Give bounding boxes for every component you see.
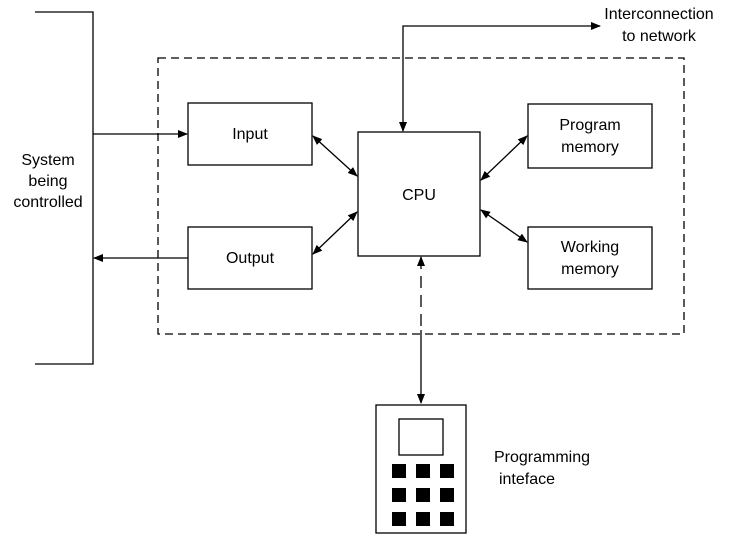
program-memory-block — [527, 103, 653, 169]
program-memory-label-line1: Program — [559, 117, 620, 134]
programming-device-screen — [398, 418, 444, 456]
keypad-key — [416, 464, 430, 478]
system-label-line2: being — [28, 173, 67, 190]
input-block — [187, 102, 313, 166]
keypad-key — [392, 488, 406, 502]
cpu-working-memory-arrow — [480, 209, 528, 243]
programming-label-line2: inteface — [499, 471, 555, 488]
cpu-label: CPU — [402, 187, 436, 204]
cpu-program-memory-arrow — [480, 135, 528, 181]
working-memory-label-line1: Working — [561, 239, 619, 256]
system-label-line1: System — [21, 152, 74, 169]
keypad-key — [416, 512, 430, 526]
output-label: Output — [226, 250, 275, 267]
programming-device — [375, 404, 467, 534]
cpu-block — [357, 131, 481, 257]
network-label-line1: Interconnection — [604, 6, 713, 23]
output-cpu-arrow — [312, 211, 358, 255]
working-memory-block — [527, 226, 653, 290]
programming-device-keypad — [392, 464, 454, 526]
input-label: Input — [232, 126, 268, 143]
input-cpu-arrow — [312, 135, 358, 177]
system-bracket — [35, 11, 94, 365]
output-block — [187, 226, 313, 290]
program-memory-label-line2: memory — [561, 139, 619, 156]
keypad-key — [440, 464, 454, 478]
network-label-line2: to network — [622, 28, 697, 45]
keypad-key — [392, 464, 406, 478]
network-link-arrow — [399, 22, 601, 132]
keypad-key — [416, 488, 430, 502]
working-memory-label-line2: memory — [561, 261, 619, 278]
keypad-key — [440, 512, 454, 526]
programming-label-line1: Programming — [494, 449, 590, 466]
keypad-key — [440, 488, 454, 502]
keypad-key — [392, 512, 406, 526]
system-label-line3: controlled — [13, 194, 82, 211]
